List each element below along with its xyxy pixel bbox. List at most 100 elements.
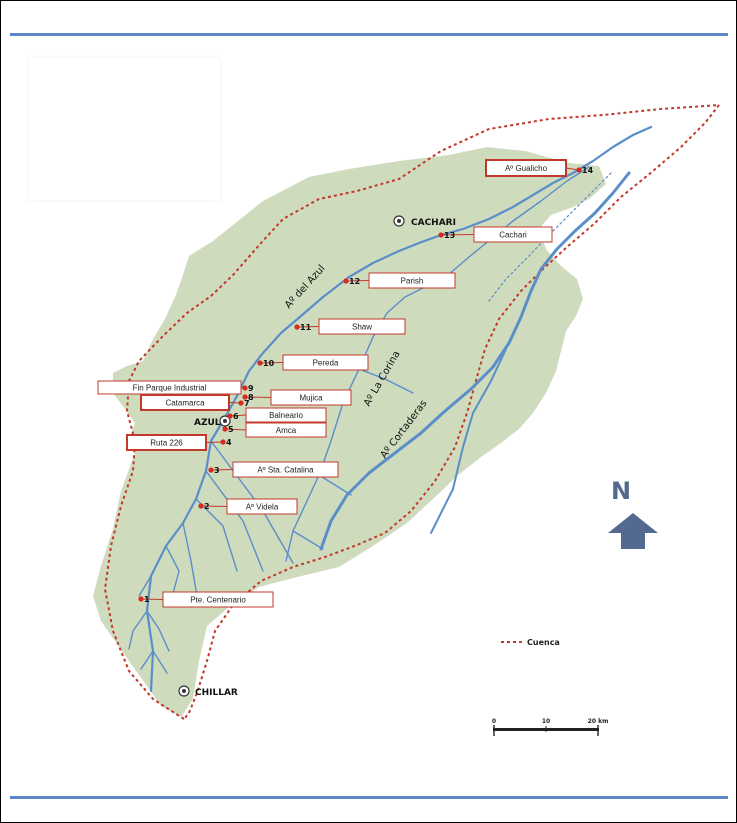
station-connector — [229, 414, 247, 417]
station-label: Aº Sta. Catalina — [257, 466, 314, 475]
station-label-box — [282, 354, 369, 371]
station-dot — [227, 413, 233, 419]
station-label-box — [232, 461, 339, 478]
north-label: N — [611, 477, 631, 505]
blank-inset-box — [29, 58, 220, 200]
station-connector — [440, 234, 475, 236]
station-label: Amca — [276, 426, 297, 435]
station-label: Shaw — [352, 323, 372, 332]
station-dot — [208, 467, 214, 473]
station-connector — [296, 326, 320, 328]
station-9: Fin Parque Industrial 9 — [97, 380, 254, 395]
station-dot — [138, 596, 144, 602]
station-label: Pereda — [313, 359, 339, 368]
station-5: Amca 5 — [222, 422, 327, 438]
station-connector — [259, 362, 284, 364]
station-dot — [222, 426, 228, 432]
svg-text:CACHARI: CACHARI — [411, 218, 456, 228]
river-dashed-channel — [488, 170, 614, 302]
station-label-box — [245, 422, 327, 438]
station-label-box — [473, 226, 553, 243]
station-connector — [205, 441, 224, 443]
station-connector — [224, 428, 247, 431]
station-connector — [200, 505, 228, 507]
station-label-box — [162, 591, 274, 608]
north-arrow-icon — [608, 513, 658, 549]
station-number: 11 — [300, 323, 312, 332]
station-label: Fin Parque Industrial — [133, 384, 207, 393]
station-label: Pte. Centenario — [190, 596, 246, 605]
station-label-box — [126, 434, 207, 451]
station-label: Catamarca — [165, 399, 205, 408]
station-label-box — [368, 272, 456, 289]
station-number: 14 — [582, 166, 594, 175]
station-dot — [242, 394, 248, 400]
station-label: Cachari — [499, 231, 527, 240]
river-cortaderas — [319, 171, 631, 551]
station-label-box — [270, 389, 352, 406]
station-11: Shaw 11 — [294, 318, 406, 335]
station-number: 1 — [144, 595, 150, 604]
station-6: Balneario 6 — [227, 407, 327, 423]
station-2: Aº Videla 2 — [198, 498, 298, 515]
station-dot — [257, 360, 263, 366]
station-label: Parish — [401, 277, 424, 286]
svg-text:AZUL: AZUL — [194, 418, 221, 428]
stations-layer: Pte. Centenario 1 Aº Videla 2 Aº Sta. Catali… — [97, 159, 594, 608]
station-7: Catamarca 7 — [140, 394, 250, 411]
station-number: 8 — [248, 393, 254, 402]
station-connector — [210, 469, 234, 471]
station-number: 6 — [233, 412, 239, 421]
station-connector — [244, 396, 272, 398]
station-4: Ruta 226 4 — [126, 434, 232, 451]
top-rule — [10, 33, 728, 36]
station-number: 13 — [444, 231, 455, 240]
station-connector — [140, 598, 164, 600]
station-number: 12 — [349, 277, 360, 286]
station-dot — [198, 503, 204, 509]
station-connector — [345, 280, 370, 282]
legend: Cuenca — [501, 638, 560, 647]
station-dot — [343, 278, 349, 284]
station-number: 10 — [263, 359, 275, 368]
station-14: Aº Gualicho 14 — [485, 159, 594, 177]
station-dot — [238, 400, 244, 406]
scale-tick-10: 10 — [542, 718, 550, 725]
bottom-rule — [10, 796, 728, 799]
basin-area — [93, 147, 606, 717]
station-label-box — [97, 380, 242, 395]
station-dot — [294, 324, 300, 330]
scale-bar: 0 10 20 km — [492, 718, 608, 736]
river-east-branch — [430, 348, 507, 534]
station-number: 2 — [204, 502, 210, 511]
cuenca-boundary — [103, 103, 722, 721]
svg-text:CHILLAR: CHILLAR — [195, 688, 238, 698]
station-label-box — [226, 498, 298, 515]
station-number: 9 — [248, 384, 254, 393]
station-label: Aº Videla — [246, 503, 279, 512]
station-label-box — [485, 159, 567, 177]
legend-label: Cuenca — [527, 638, 560, 647]
station-1: Pte. Centenario 1 — [138, 591, 274, 608]
station-number: 5 — [228, 425, 234, 434]
station-dot — [242, 385, 248, 391]
station-13: Cachari 13 — [438, 226, 553, 243]
station-label: Aº Gualicho — [505, 164, 548, 173]
station-number: 4 — [226, 438, 232, 447]
town-cachari: CACHARI — [393, 215, 456, 228]
station-label: Ruta 226 — [150, 439, 183, 448]
station-10: Pereda 10 — [257, 354, 369, 371]
station-number: 7 — [244, 399, 250, 408]
station-label-box — [318, 318, 406, 335]
station-label-box — [245, 407, 327, 423]
station-label: Balneario — [269, 411, 303, 420]
station-12: Parish 12 — [343, 272, 456, 289]
town-azul: AZUL — [194, 415, 231, 428]
town-chillar: CHILLAR — [178, 685, 238, 698]
station-label-box — [140, 394, 230, 411]
north-arrow: N — [608, 477, 658, 549]
